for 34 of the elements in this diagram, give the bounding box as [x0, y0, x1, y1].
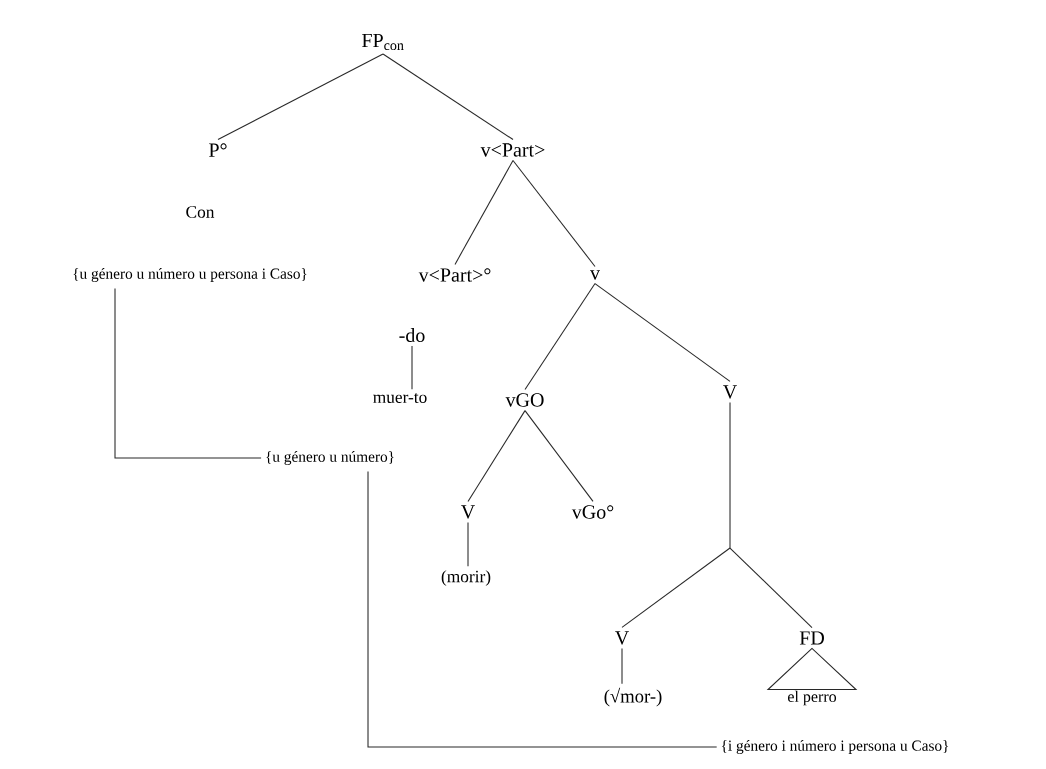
branch-line	[467, 522, 469, 567]
branch-line	[382, 53, 514, 141]
branch-line	[524, 410, 594, 502]
tree-label: FD	[799, 631, 824, 645]
tree-label: muer-to	[373, 393, 427, 403]
branch-line	[411, 345, 413, 390]
branch-line	[621, 402, 813, 629]
tree-label: v<Part>°	[418, 268, 491, 282]
branch-line	[524, 283, 596, 390]
branch-line	[467, 410, 526, 502]
tree-label: v	[590, 270, 600, 280]
branch-line	[512, 160, 596, 267]
branch-line	[454, 160, 514, 265]
tree-label: V	[615, 631, 629, 645]
branch-line	[621, 648, 623, 685]
connector-line	[114, 288, 262, 459]
tree-label: v<Part>	[480, 143, 545, 157]
tree-label: {u género u número}	[266, 451, 394, 465]
tree-label: (morir)	[441, 570, 491, 586]
tree-label: {u género u número u persona i Caso}	[73, 268, 307, 282]
tree-label: vGO	[505, 393, 544, 407]
tree-label: V	[461, 505, 475, 519]
tree-label: (√mor-)	[604, 687, 662, 707]
text-label: Con	[186, 206, 215, 218]
tree-label: {i género i número i persona u Caso}	[721, 740, 949, 754]
connector-line	[367, 471, 718, 748]
tree-label: vGo°	[571, 505, 614, 519]
branch-line	[217, 53, 384, 141]
tree-label: P°	[209, 143, 227, 157]
tree-label: el perro	[788, 690, 837, 706]
tree-label: FP$_{con}$	[362, 33, 404, 51]
tree-label: V	[723, 385, 737, 399]
branch-line	[594, 283, 731, 382]
tree-label: -do	[399, 328, 425, 343]
